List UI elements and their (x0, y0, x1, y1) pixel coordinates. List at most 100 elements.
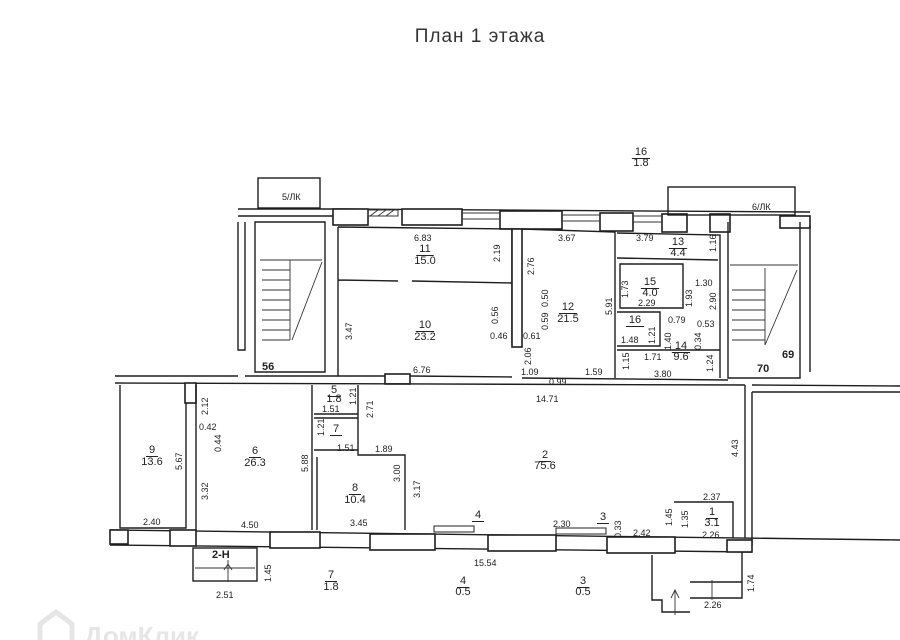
dimension-label: 1.24 (705, 354, 715, 372)
dimension-label: 0.53 (697, 319, 715, 329)
dimension-label: 1.51 (337, 443, 355, 453)
dimension-label: 1.71 (644, 352, 662, 362)
room-number: 13 (672, 236, 684, 248)
dimension-label: 2.06 (523, 347, 533, 365)
dimension-label: 2.40 (143, 517, 161, 527)
dimension-label: 2.26 (704, 600, 722, 610)
dimension-label: 0.33 (613, 520, 623, 538)
dimension-label: 0.44 (213, 434, 223, 452)
dimension-label: 0.42 (199, 422, 217, 432)
room-number: 16 (635, 146, 647, 158)
dimension-label: 2.51 (216, 590, 234, 600)
room-area: 1.8 (323, 581, 338, 593)
watermark-logo: ДомКлик (37, 608, 200, 640)
room-16: 16 (625, 314, 645, 327)
room-1: 13.1 (704, 506, 719, 529)
label-56: 56 (262, 361, 274, 373)
dimension-label: 5.91 (604, 297, 614, 315)
outside-7: 71.8 (323, 569, 338, 593)
walls (109, 177, 900, 615)
room-number: 10 (419, 319, 431, 331)
watermark-text: ДомКлик (84, 621, 200, 640)
room-number: 12 (562, 301, 574, 313)
dimension-label: 2.76 (526, 257, 536, 275)
room-number: 9 (149, 444, 155, 456)
dimension-label: 6.83 (414, 233, 432, 243)
dimension-label: 3.00 (392, 464, 402, 482)
dimension-label: 4.43 (730, 439, 740, 457)
room-area: 3.1 (704, 517, 719, 529)
stair-label-right: 6/ЛК (752, 202, 771, 212)
room-area: 4.0 (642, 287, 657, 299)
label-69: 69 (782, 349, 794, 361)
dimension-label: 1.30 (695, 278, 713, 288)
outside-3: 30.5 (575, 575, 590, 598)
dimension-label: 1.35 (680, 510, 690, 528)
room-area: 0.5 (455, 586, 470, 598)
dimension-label: 3.79 (636, 233, 654, 243)
room-number: 5 (331, 384, 337, 396)
dimension-label: 1.16 (708, 234, 718, 252)
room-number: 7 (333, 423, 339, 435)
dimension-label: 1.73 (620, 280, 630, 298)
room-8: 810.4 (344, 482, 365, 506)
dimension-label: 1.21 (348, 387, 358, 405)
room-area: 15.0 (414, 255, 435, 267)
entrance-label: 2-Н (212, 549, 230, 561)
room-6: 626.3 (244, 445, 265, 469)
dimension-label: 1.93 (684, 289, 694, 307)
dimension-label: 1.48 (621, 335, 639, 345)
room-number: 16 (629, 314, 641, 326)
dimension-label: 1.59 (585, 367, 603, 377)
room-9: 913.6 (141, 444, 162, 468)
room-area: 23.2 (414, 331, 435, 343)
dimension-label: 5.67 (174, 452, 184, 470)
room-number: 3 (600, 511, 606, 523)
room-4-window: 4 (471, 509, 485, 522)
room-number: 7 (328, 569, 334, 581)
room-13: 134.4 (668, 236, 688, 259)
dimension-label: 1.09 (521, 367, 539, 377)
room-area: 4.4 (670, 247, 685, 259)
dimension-label: 5.88 (300, 454, 310, 472)
dimension-label: 0.46 (490, 331, 508, 341)
dimension-label: 6.76 (413, 365, 431, 375)
dimension-label: 3.32 (200, 482, 210, 500)
room-5: 51.8 (326, 384, 341, 405)
room-number: 4 (460, 575, 466, 587)
room-area: 75.6 (534, 460, 555, 472)
room-number: 15 (644, 276, 656, 288)
dimension-label: 2.42 (633, 528, 651, 538)
room-number: 14 (675, 340, 687, 352)
dimension-label: 2.12 (200, 397, 210, 415)
room-2: 275.6 (534, 449, 555, 472)
room-number: 6 (252, 445, 258, 457)
dimension-label: 1.21 (647, 326, 657, 344)
dimension-label: 3.67 (558, 233, 576, 243)
dimension-label: 0.79 (668, 315, 686, 325)
dimension-label: 0.50 (540, 289, 550, 307)
room-area: 13.6 (141, 456, 162, 468)
dimension-label: 14.71 (536, 394, 559, 404)
room-area: 0.5 (575, 586, 590, 598)
plan-title: План 1 этажа (415, 26, 546, 47)
label-70: 70 (757, 363, 769, 375)
dimension-label: 2.26 (702, 530, 720, 540)
room-number: 8 (352, 482, 358, 494)
dimension-label: 4.50 (241, 520, 259, 530)
dimension-label: 0.56 (490, 306, 500, 324)
dimension-label: 2.71 (365, 400, 375, 418)
room-area: 26.3 (244, 457, 265, 469)
dimension-label: 3.17 (412, 480, 422, 498)
outside-4: 40.5 (455, 575, 470, 598)
room-area: 10.4 (344, 494, 365, 506)
dimension-label: 2.29 (638, 298, 656, 308)
dimension-label: 3.47 (344, 322, 354, 340)
room-7: 7 (329, 423, 343, 436)
dimension-label: 1.40 (663, 332, 673, 350)
dimension-label: 2.30 (553, 519, 571, 529)
room-area: 9.6 (673, 351, 688, 363)
stair-label-left: 5/ЛК (282, 192, 301, 202)
